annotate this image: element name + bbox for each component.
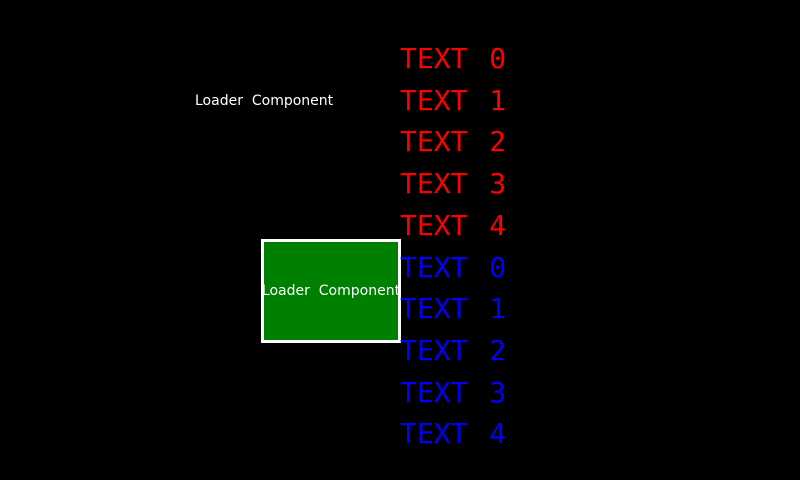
text-list-item[interactable]: TEXT 0 [400,250,507,284]
loader-component-label: Loader Component [195,93,334,109]
text-list-item[interactable]: TEXT 4 [400,208,507,242]
text-list-item[interactable]: TEXT 1 [400,292,507,326]
loader-box-label: Loader Component [261,283,401,299]
text-list-item[interactable]: TEXT 2 [400,125,507,159]
text-list-item[interactable]: TEXT 1 [400,83,507,117]
text-list-item[interactable]: TEXT 4 [400,417,507,451]
text-list-item[interactable]: TEXT 2 [400,333,507,367]
text-list-item[interactable]: TEXT 3 [400,167,507,201]
text-list-item[interactable]: TEXT 3 [400,375,507,409]
text-list-item[interactable]: TEXT 0 [400,42,507,75]
loader-component-box: Loader Component [261,239,401,343]
text-list: TEXT 0 TEXT 1 TEXT 2 TEXT 3 TEXT 4 TEXT 0 TEXT… [400,38,506,455]
